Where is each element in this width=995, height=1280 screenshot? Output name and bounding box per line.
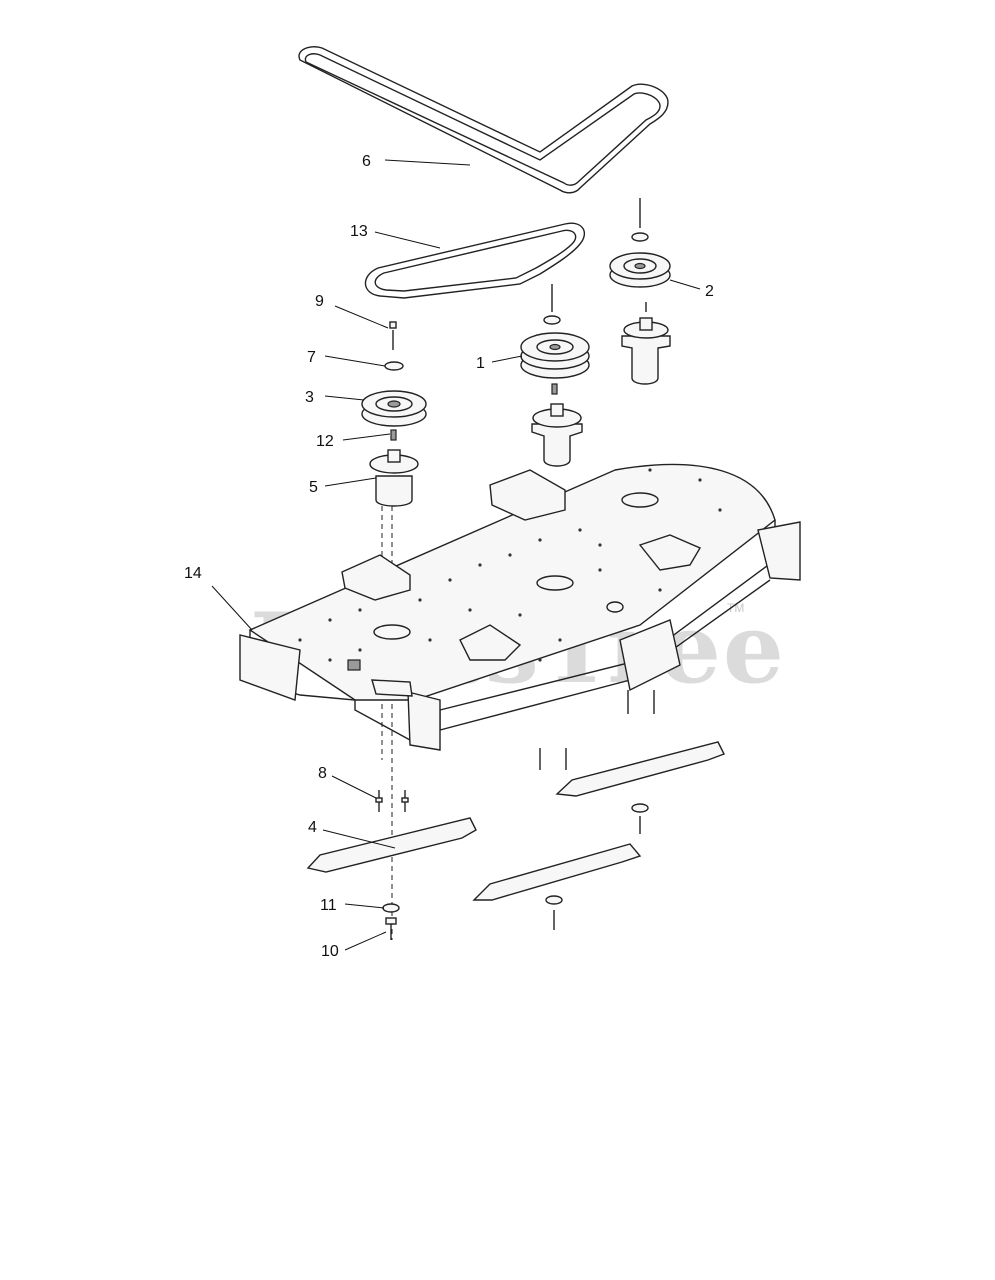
callout-8[interactable]: 8 bbox=[318, 765, 327, 782]
leader-lines bbox=[211, 159, 701, 951]
callout-14[interactable]: 14 bbox=[184, 565, 202, 582]
callout-4[interactable]: 4 bbox=[308, 819, 317, 836]
callout-12[interactable]: 12 bbox=[316, 433, 334, 450]
center-blade-hardware bbox=[545, 803, 649, 930]
callouts: 6 13 2 9 1 7 3 12 5 14 8 4 11 10 bbox=[184, 153, 714, 960]
callout-13[interactable]: 13 bbox=[350, 223, 368, 240]
part-13-belt[interactable] bbox=[364, 222, 585, 299]
part-6-belt[interactable] bbox=[298, 46, 669, 194]
part-3-pulley[interactable] bbox=[361, 390, 427, 427]
callout-5[interactable]: 5 bbox=[309, 479, 318, 496]
callout-2[interactable]: 2 bbox=[705, 283, 714, 300]
part-12-key[interactable] bbox=[390, 429, 397, 441]
callout-11[interactable]: 11 bbox=[320, 897, 337, 914]
callout-1[interactable]: 1 bbox=[476, 355, 485, 372]
part-5-spindle[interactable] bbox=[369, 449, 419, 507]
part-4-blade-left[interactable] bbox=[306, 817, 477, 873]
part-7-washer[interactable] bbox=[384, 361, 404, 371]
part-2-pulley[interactable] bbox=[609, 198, 671, 385]
callout-3[interactable]: 3 bbox=[305, 389, 314, 406]
callout-9[interactable]: 9 bbox=[315, 293, 324, 310]
part-10-bolt[interactable] bbox=[385, 917, 397, 940]
part-8-bolts[interactable] bbox=[375, 690, 655, 812]
blade-center[interactable] bbox=[472, 843, 642, 901]
part-1-pulley[interactable] bbox=[520, 284, 590, 467]
callout-7[interactable]: 7 bbox=[307, 349, 316, 366]
watermark-tm: TM bbox=[727, 601, 744, 615]
blade-right[interactable] bbox=[555, 741, 725, 797]
part-11-washer[interactable] bbox=[382, 903, 400, 913]
part-14-deck[interactable] bbox=[239, 463, 801, 751]
callout-6[interactable]: 6 bbox=[362, 153, 371, 170]
callout-10[interactable]: 10 bbox=[321, 943, 339, 960]
part-9-bolt[interactable] bbox=[389, 321, 397, 350]
